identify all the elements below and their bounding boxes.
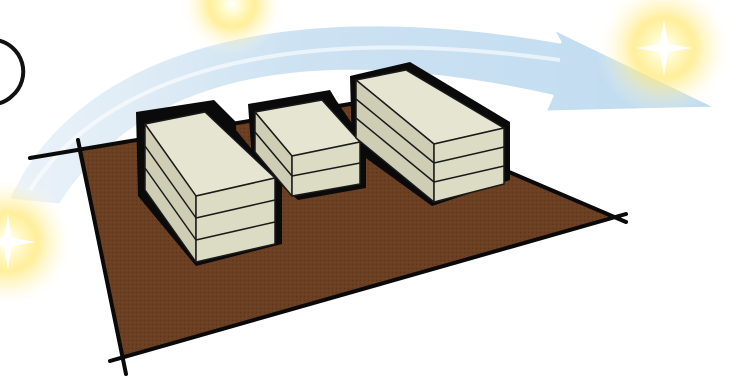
building-middle [254, 99, 361, 197]
building-right [355, 69, 505, 203]
midday-sun-icon [180, 0, 284, 56]
building-left [144, 111, 276, 263]
sunset-sun-icon [596, 0, 732, 116]
sunrise-sun-icon [0, 176, 74, 308]
north-arrow-circle [0, 38, 26, 106]
